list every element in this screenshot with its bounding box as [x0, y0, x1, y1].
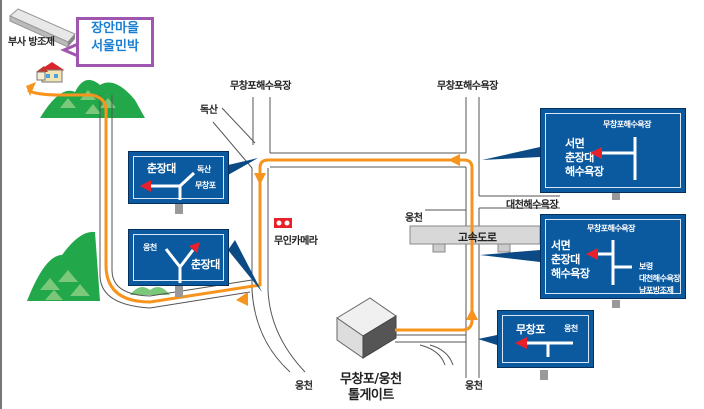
mountain-icon	[27, 231, 170, 301]
speed-camera-icon	[274, 218, 292, 228]
sign5-text-ungcheon: 웅천	[564, 324, 578, 333]
mountain-icon	[40, 79, 145, 118]
label-speed-camera: 무인카메라	[274, 236, 318, 247]
sign3-text-muchangpo-beach: 무창포해수욕장	[603, 120, 652, 129]
route-arrows	[26, 82, 478, 320]
direction-sign-5: 무창포 웅천	[497, 310, 594, 368]
label-ungcheon-bottom-right: 웅천	[465, 381, 483, 392]
sign3-text-chunjangdae: 춘장대	[565, 151, 594, 164]
label-ungcheon-mid: 웅천	[405, 213, 423, 224]
sign2-text-ungcheon: 웅천	[143, 243, 157, 252]
destination-name-line2: 서울민박	[91, 39, 139, 54]
route-arrow-destination	[26, 82, 36, 96]
tollgate-building-icon	[336, 297, 397, 359]
sign4-text-muchangpo-beach: 무창포해수욕장	[587, 224, 636, 233]
direction-sign-2: 웅천 춘장대	[128, 229, 229, 286]
sign4-text-beach: 해수욕장	[551, 267, 590, 280]
sign1-text-muchangpo: 무창포	[195, 181, 216, 190]
direction-sign-1: 춘장대 독산 무창포	[128, 151, 229, 204]
sign-posts	[175, 190, 620, 380]
sign4-text-daecheon-beach: 대천해수욕장	[639, 274, 681, 283]
route-arrow-down	[254, 173, 266, 185]
route-path	[27, 88, 474, 332]
sign3-text-beach: 해수욕장	[565, 165, 604, 178]
route-arrow-left-bottom	[236, 292, 248, 306]
sign4-text-chunjangdae: 춘장대	[551, 253, 580, 266]
label-tollgate-line2: 톨게이트	[348, 388, 394, 403]
direction-sign-3: 무창포해수욕장 서면 춘장대 해수욕장	[540, 108, 686, 193]
sign4-text-seomyeon: 서면	[551, 239, 571, 252]
label-tollgate-line1: 무창포/웅천	[340, 372, 402, 387]
house-icon	[36, 62, 64, 83]
destination-name-line1: 장안마을	[91, 21, 139, 36]
label-daecheon-beach: 대천해수욕장	[506, 200, 559, 211]
sign3-text-seomyeon: 서면	[565, 137, 585, 150]
sign-pointers	[228, 147, 540, 345]
sign1-text-chunjangdae: 춘장대	[147, 162, 176, 175]
label-dogsan: 독산	[200, 105, 218, 116]
route-arrow-left	[448, 154, 460, 166]
destination-bubble: 장안마을 서울민박	[76, 17, 154, 67]
label-busa-seawall: 부사 방조제	[8, 37, 55, 48]
expressway-bridge	[409, 225, 541, 253]
sign4-text-nampo-seawall: 남포방조제	[639, 286, 674, 295]
sign5-text-muchangpo: 무창포	[516, 323, 545, 336]
road-network	[99, 95, 560, 378]
label-ungcheon-bottom-left: 웅천	[295, 381, 313, 392]
label-expressway: 고속도로	[458, 231, 497, 244]
sign1-text-dogsan: 독산	[197, 165, 211, 174]
label-muchangpo-beach-left: 무창포해수욕장	[230, 81, 291, 92]
sign2-text-chunjangdae: 춘장대	[191, 258, 220, 271]
label-muchangpo-beach-right: 무창포해수욕장	[437, 81, 498, 92]
route-arrow-up	[466, 308, 478, 320]
sign4-text-boryeong: 보령	[639, 262, 653, 271]
direction-sign-4: 무창포해수욕장 서면 춘장대 해수욕장 보령 대천해수욕장 남포방조제	[540, 214, 686, 299]
